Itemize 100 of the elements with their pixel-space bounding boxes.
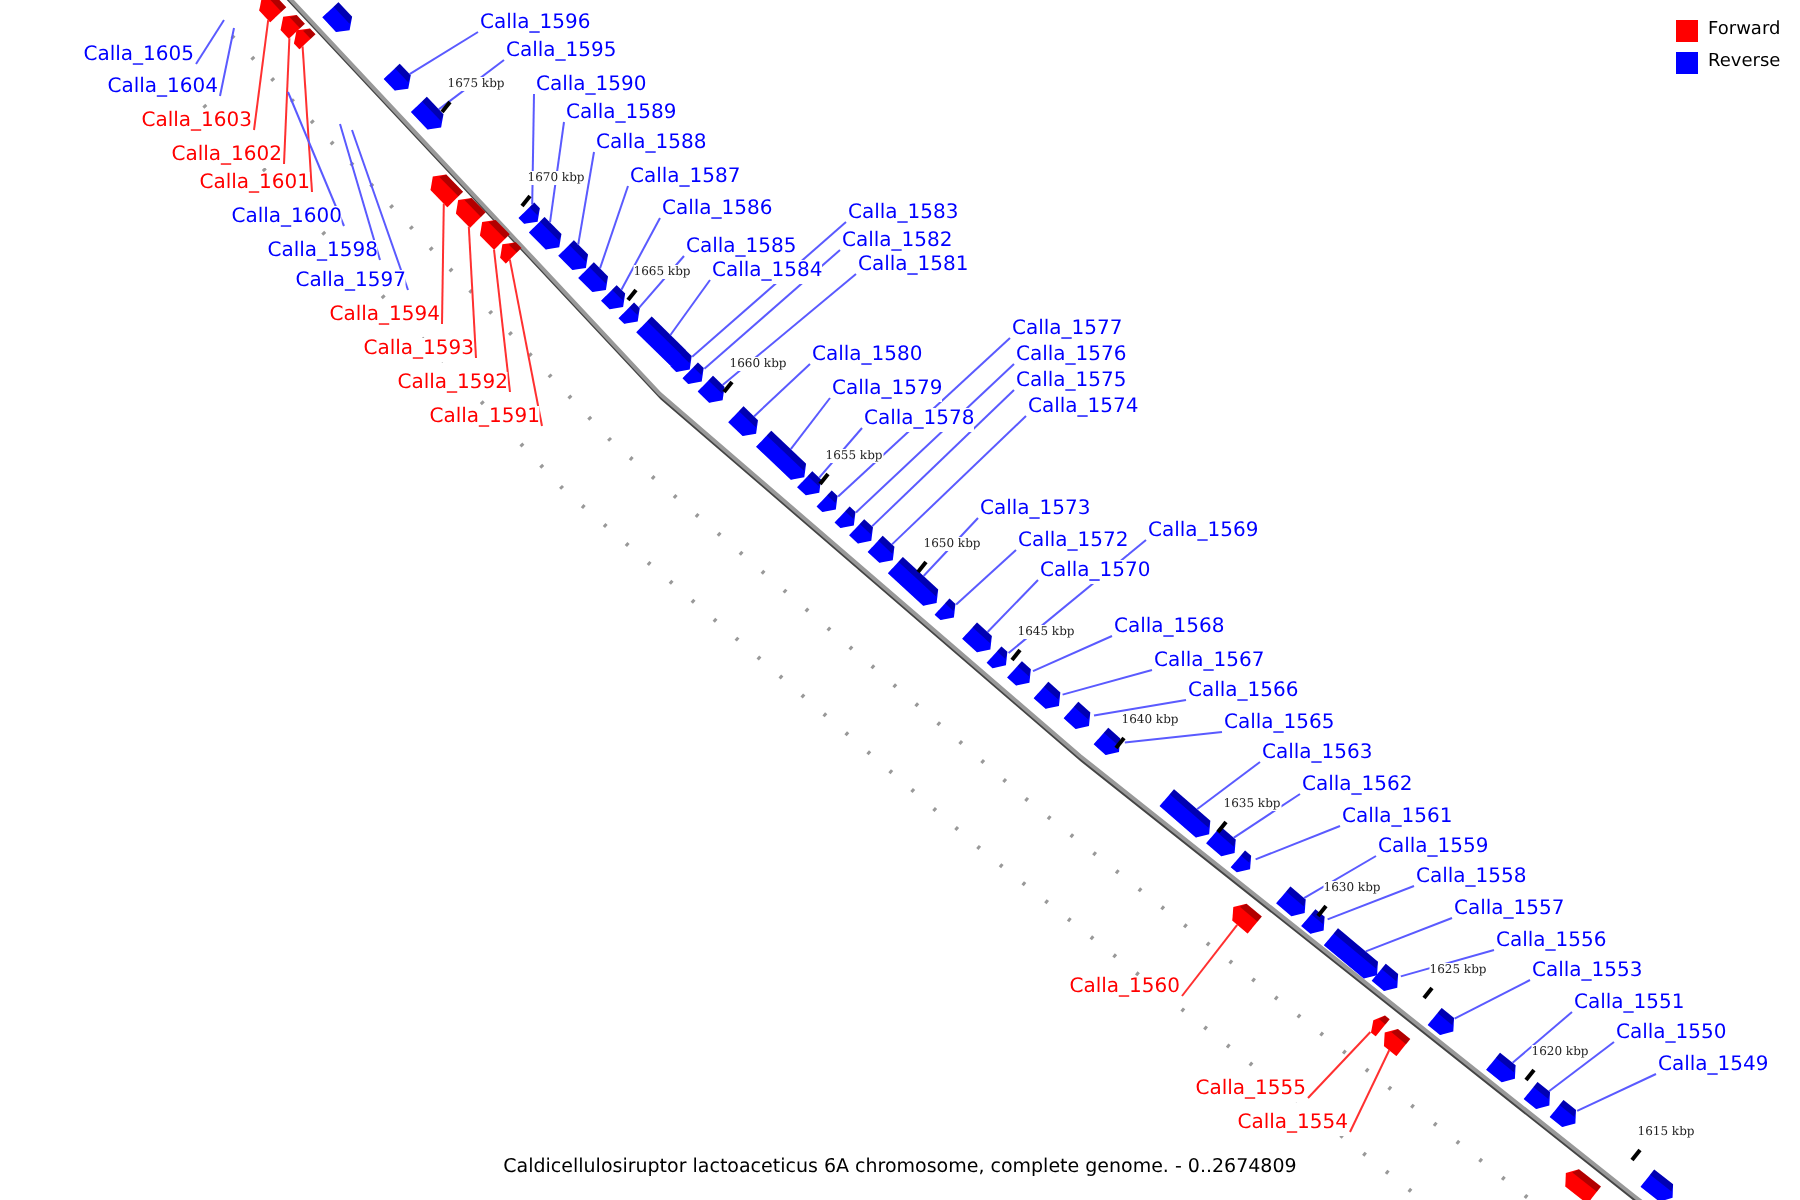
leader-line xyxy=(1232,793,1301,839)
leader-line xyxy=(1303,855,1377,900)
gene-block xyxy=(601,285,626,310)
leader-line xyxy=(493,248,511,393)
leader-line xyxy=(441,202,445,325)
gene-label: Calla_1556 xyxy=(1496,930,1607,954)
gene-label: Calla_1573 xyxy=(980,498,1091,522)
gene-label: Calla_1561 xyxy=(1342,806,1453,830)
gene-block xyxy=(430,174,464,208)
gene-label: Calla_1554 xyxy=(1237,1112,1348,1136)
gene-label: Calla_1584 xyxy=(712,260,823,284)
gene-block xyxy=(1093,727,1121,755)
leader-line xyxy=(753,363,811,418)
gene-block xyxy=(280,15,305,39)
gene-block xyxy=(1549,1099,1576,1128)
gene-block xyxy=(849,519,873,544)
leader-line xyxy=(531,93,535,206)
gene-label: Calla_1555 xyxy=(1195,1078,1306,1102)
gene-label: Calla_1575 xyxy=(1016,370,1127,394)
leader-line xyxy=(1032,635,1113,673)
gene-label: Calla_1586 xyxy=(662,198,773,222)
gene-block xyxy=(618,302,640,324)
gene-block xyxy=(322,2,353,32)
gene-label: Calla_1550 xyxy=(1616,1022,1727,1046)
gene-label: Calla_1596 xyxy=(480,12,591,36)
gene-block xyxy=(411,96,444,130)
gene-block xyxy=(1301,909,1325,934)
gene-block xyxy=(1640,1169,1674,1200)
gene-label: Calla_1590 xyxy=(536,74,647,98)
leader-line xyxy=(1181,923,1239,997)
gene-label: Calla_1567 xyxy=(1154,650,1265,674)
gene-label: Calla_1563 xyxy=(1262,742,1373,766)
gene-label: Calla_1565 xyxy=(1224,712,1335,736)
gene-block xyxy=(455,198,486,228)
gene-block xyxy=(1427,1007,1455,1036)
leader-line xyxy=(195,19,225,65)
gene-block xyxy=(834,506,856,529)
leader-line xyxy=(301,45,313,193)
gene-label: Calla_1570 xyxy=(1040,560,1151,584)
gene-label: Calla_1592 xyxy=(397,372,508,396)
gene-block xyxy=(528,216,562,250)
gene-label: Calla_1568 xyxy=(1114,616,1225,640)
leader-line xyxy=(339,123,381,261)
gene-block xyxy=(816,490,838,512)
leader-line xyxy=(669,279,711,336)
gene-label: Calla_1589 xyxy=(566,102,677,126)
gene-label: Calla_1603 xyxy=(141,110,252,134)
leader-line xyxy=(1061,669,1153,696)
gene-label: Calla_1560 xyxy=(1069,976,1180,1000)
leader-line xyxy=(789,397,831,451)
gene-label: Calla_1591 xyxy=(429,406,540,430)
gene-label: Calla_1558 xyxy=(1416,866,1527,890)
gene-label: Calla_1562 xyxy=(1302,774,1413,798)
gene-label: Calla_1583 xyxy=(848,202,959,226)
leader-line xyxy=(703,249,841,370)
leader-line xyxy=(1453,979,1531,1020)
gene-block xyxy=(1276,886,1306,917)
leader-line xyxy=(1123,731,1223,744)
gene-block xyxy=(578,262,608,293)
gene-label: Calla_1580 xyxy=(812,344,923,368)
gene-block xyxy=(1033,681,1061,709)
gene-block xyxy=(1206,826,1236,857)
leader-line xyxy=(1364,917,1453,953)
leader-line xyxy=(577,151,595,246)
gene-block xyxy=(1230,850,1252,873)
gene-block xyxy=(558,240,589,270)
gene-label: Calla_1601 xyxy=(199,172,310,196)
leader-line xyxy=(508,258,543,427)
gene-block xyxy=(962,622,992,653)
gene-label: Calla_1587 xyxy=(630,166,741,190)
gene-label: Calla_1557 xyxy=(1454,898,1565,922)
gene-label: Calla_1600 xyxy=(231,206,342,230)
leader-line xyxy=(1548,1041,1615,1093)
gene-block xyxy=(887,556,939,606)
gene-label: Calla_1576 xyxy=(1016,344,1127,368)
gene-label: Calla_1602 xyxy=(171,144,282,168)
gene-label: Calla_1582 xyxy=(842,230,953,254)
leader-line xyxy=(986,579,1039,633)
gene-block xyxy=(479,220,510,250)
leader-line xyxy=(287,91,345,227)
gene-block xyxy=(518,202,540,224)
caption: Caldicellulosiruptor lactoaceticus 6A chromosome, complete genome. - 0..2674809 xyxy=(503,1156,1297,1178)
gene-block xyxy=(1323,928,1378,979)
leader-line xyxy=(891,415,1027,546)
gene-block xyxy=(728,406,758,437)
leader-line xyxy=(253,19,270,131)
gene-block xyxy=(1007,661,1031,686)
leader-line xyxy=(1511,1011,1573,1064)
gene-label: Calla_1569 xyxy=(1148,520,1259,544)
leader-line xyxy=(1307,1031,1372,1099)
gene-label: Calla_1551 xyxy=(1574,992,1685,1016)
leader-line xyxy=(620,217,661,291)
gene-block xyxy=(636,316,686,366)
gene-block xyxy=(500,242,522,264)
legend-label: Reverse xyxy=(1708,52,1781,74)
gene-label: Calla_1578 xyxy=(864,408,975,432)
leader-line xyxy=(1196,761,1261,811)
leader-line xyxy=(1349,1049,1391,1133)
gene-label: Calla_1581 xyxy=(858,254,969,278)
gene-block xyxy=(1383,1028,1411,1057)
